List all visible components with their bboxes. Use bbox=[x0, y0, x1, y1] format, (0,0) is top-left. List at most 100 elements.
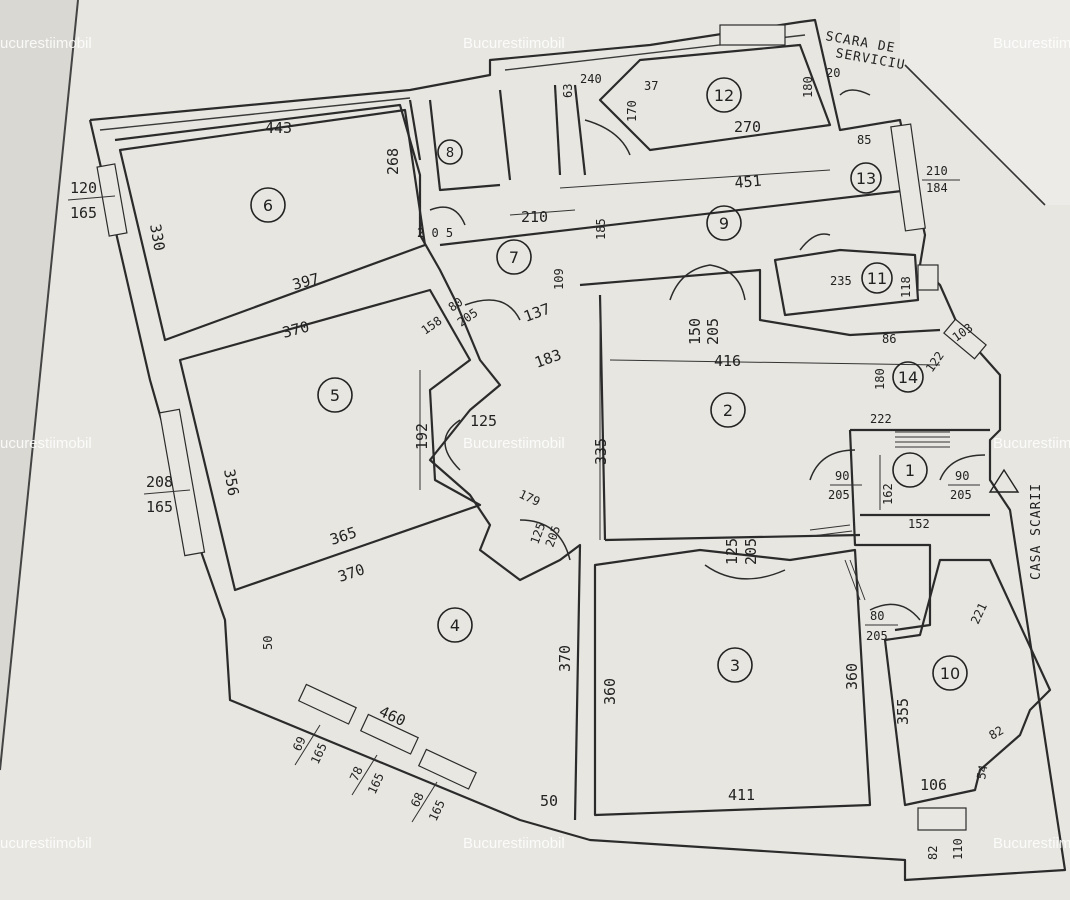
dim-label: 68 bbox=[408, 790, 427, 809]
room-number: 7 bbox=[509, 248, 519, 267]
dim-label: 205 bbox=[704, 318, 722, 345]
window-room4-b bbox=[359, 713, 419, 755]
room-number: 11 bbox=[867, 269, 887, 288]
dim-label: 180 bbox=[873, 368, 887, 390]
dim-label: 205 bbox=[950, 488, 972, 502]
dim-label: 360 bbox=[843, 663, 861, 690]
dim-label: 80 bbox=[870, 609, 884, 623]
dim-label: 125 bbox=[723, 538, 741, 565]
room-number: 3 bbox=[730, 656, 740, 675]
watermark: Bucurestiimobil bbox=[0, 435, 92, 452]
room-number: 4 bbox=[450, 616, 460, 635]
room-marker-9: 9 bbox=[706, 205, 742, 241]
dim-label: 125 bbox=[528, 521, 549, 546]
dim-label: 240 bbox=[580, 72, 602, 86]
room-markers: 1 2 3 4 5 6 7 8 9 10 11 12 13 14 bbox=[250, 77, 968, 691]
room-number: 8 bbox=[446, 146, 454, 161]
dim-label: 165 bbox=[70, 204, 97, 222]
dim-label: 205 bbox=[866, 629, 888, 643]
dim-label: 50 bbox=[540, 792, 558, 810]
window-room4-c bbox=[417, 748, 477, 790]
dim-label: 355 bbox=[894, 698, 912, 725]
room-number: 1 bbox=[905, 461, 915, 480]
room-6-outline bbox=[118, 108, 427, 342]
room-marker-14: 14 bbox=[892, 361, 924, 393]
window-room12 bbox=[719, 24, 786, 46]
dim-label: 125 bbox=[470, 412, 497, 430]
room-marker-3: 3 bbox=[717, 647, 753, 683]
window-entrance bbox=[917, 807, 967, 831]
watermark: Bucurestiimobil bbox=[0, 35, 92, 52]
room-marker-10: 10 bbox=[932, 655, 968, 691]
dim-label: 205 bbox=[742, 538, 760, 565]
dim-label: 208 bbox=[146, 473, 173, 491]
dim-label: 360 bbox=[601, 678, 619, 705]
dim-label: 82 bbox=[987, 723, 1007, 742]
watermark: Bucurestiimobil bbox=[993, 35, 1070, 52]
dim-label: 170 bbox=[625, 100, 639, 122]
room-number: 5 bbox=[330, 386, 340, 405]
dim-label: 118 bbox=[899, 276, 913, 298]
dim-label: 443 bbox=[265, 119, 292, 137]
room-marker-4: 4 bbox=[437, 607, 473, 643]
room-12-outline bbox=[598, 43, 832, 152]
room-marker-12: 12 bbox=[706, 77, 742, 113]
room-marker-5: 5 bbox=[317, 377, 353, 413]
building-side-edge bbox=[904, 64, 1046, 206]
room-5-outline bbox=[178, 288, 482, 592]
dim-label: 210 bbox=[521, 208, 548, 226]
dimension-lines bbox=[419, 169, 941, 540]
dim-label: 63 bbox=[561, 84, 575, 98]
dim-label: 205 bbox=[543, 524, 564, 549]
dim-label: 235 bbox=[830, 274, 852, 288]
window-room6 bbox=[96, 163, 128, 237]
dim-label: 69 bbox=[290, 734, 309, 753]
dim-label: 106 bbox=[920, 776, 947, 794]
watermarks: Bucurestiimobil Bucurestiimobil Bucurest… bbox=[0, 35, 1070, 852]
dim-label: 110 bbox=[951, 838, 965, 860]
dim-label: 268 bbox=[384, 148, 402, 175]
room-number: 13 bbox=[856, 169, 876, 188]
dim-label: 37 bbox=[644, 79, 658, 93]
room-number: 10 bbox=[940, 664, 960, 683]
room-number: 12 bbox=[714, 86, 734, 105]
dim-label: 411 bbox=[728, 786, 755, 804]
watermark: Bucurestiimobil bbox=[463, 435, 565, 452]
dim-label: 50 bbox=[261, 636, 275, 650]
dim-label: 120 bbox=[70, 179, 97, 197]
room-10-outline bbox=[883, 558, 1052, 807]
dim-label: 82 bbox=[926, 846, 940, 860]
stair-house-label: CASA SCARII bbox=[1029, 483, 1044, 580]
room-11-outline bbox=[773, 248, 920, 317]
window-room5 bbox=[158, 408, 206, 557]
room-marker-13: 13 bbox=[850, 162, 882, 194]
window-room11 bbox=[917, 264, 939, 291]
watermark: Bucurestiimobil bbox=[993, 835, 1070, 852]
window-room14 bbox=[943, 318, 987, 360]
dim-label: 356 bbox=[220, 468, 242, 498]
stair-hatching bbox=[809, 431, 950, 601]
paper-edge bbox=[0, 0, 79, 771]
room-marker-8: 8 bbox=[437, 139, 463, 165]
room-marker-6: 6 bbox=[250, 187, 286, 223]
dim-label: 330 bbox=[146, 223, 168, 253]
dim-label: 416 bbox=[714, 352, 741, 370]
dim-label: 162 bbox=[881, 483, 895, 505]
dim-label: 85 bbox=[857, 133, 871, 147]
room-marker-11: 11 bbox=[861, 262, 893, 294]
dim-label: 86 bbox=[882, 332, 896, 346]
room-number: 14 bbox=[898, 368, 918, 387]
dim-label: 184 bbox=[926, 181, 948, 195]
room-marker-2: 2 bbox=[710, 392, 746, 428]
watermark: Bucurestiimobil bbox=[0, 835, 92, 852]
dim-label: 165 bbox=[146, 498, 173, 516]
dim-label: 192 bbox=[413, 423, 431, 450]
watermark: Bucurestiimobil bbox=[993, 435, 1070, 452]
dim-label: 109 bbox=[552, 268, 566, 290]
doors bbox=[429, 89, 986, 621]
room-marker-7: 7 bbox=[496, 239, 532, 275]
room-number: 9 bbox=[719, 214, 729, 233]
dim-label: 205 bbox=[828, 488, 850, 502]
